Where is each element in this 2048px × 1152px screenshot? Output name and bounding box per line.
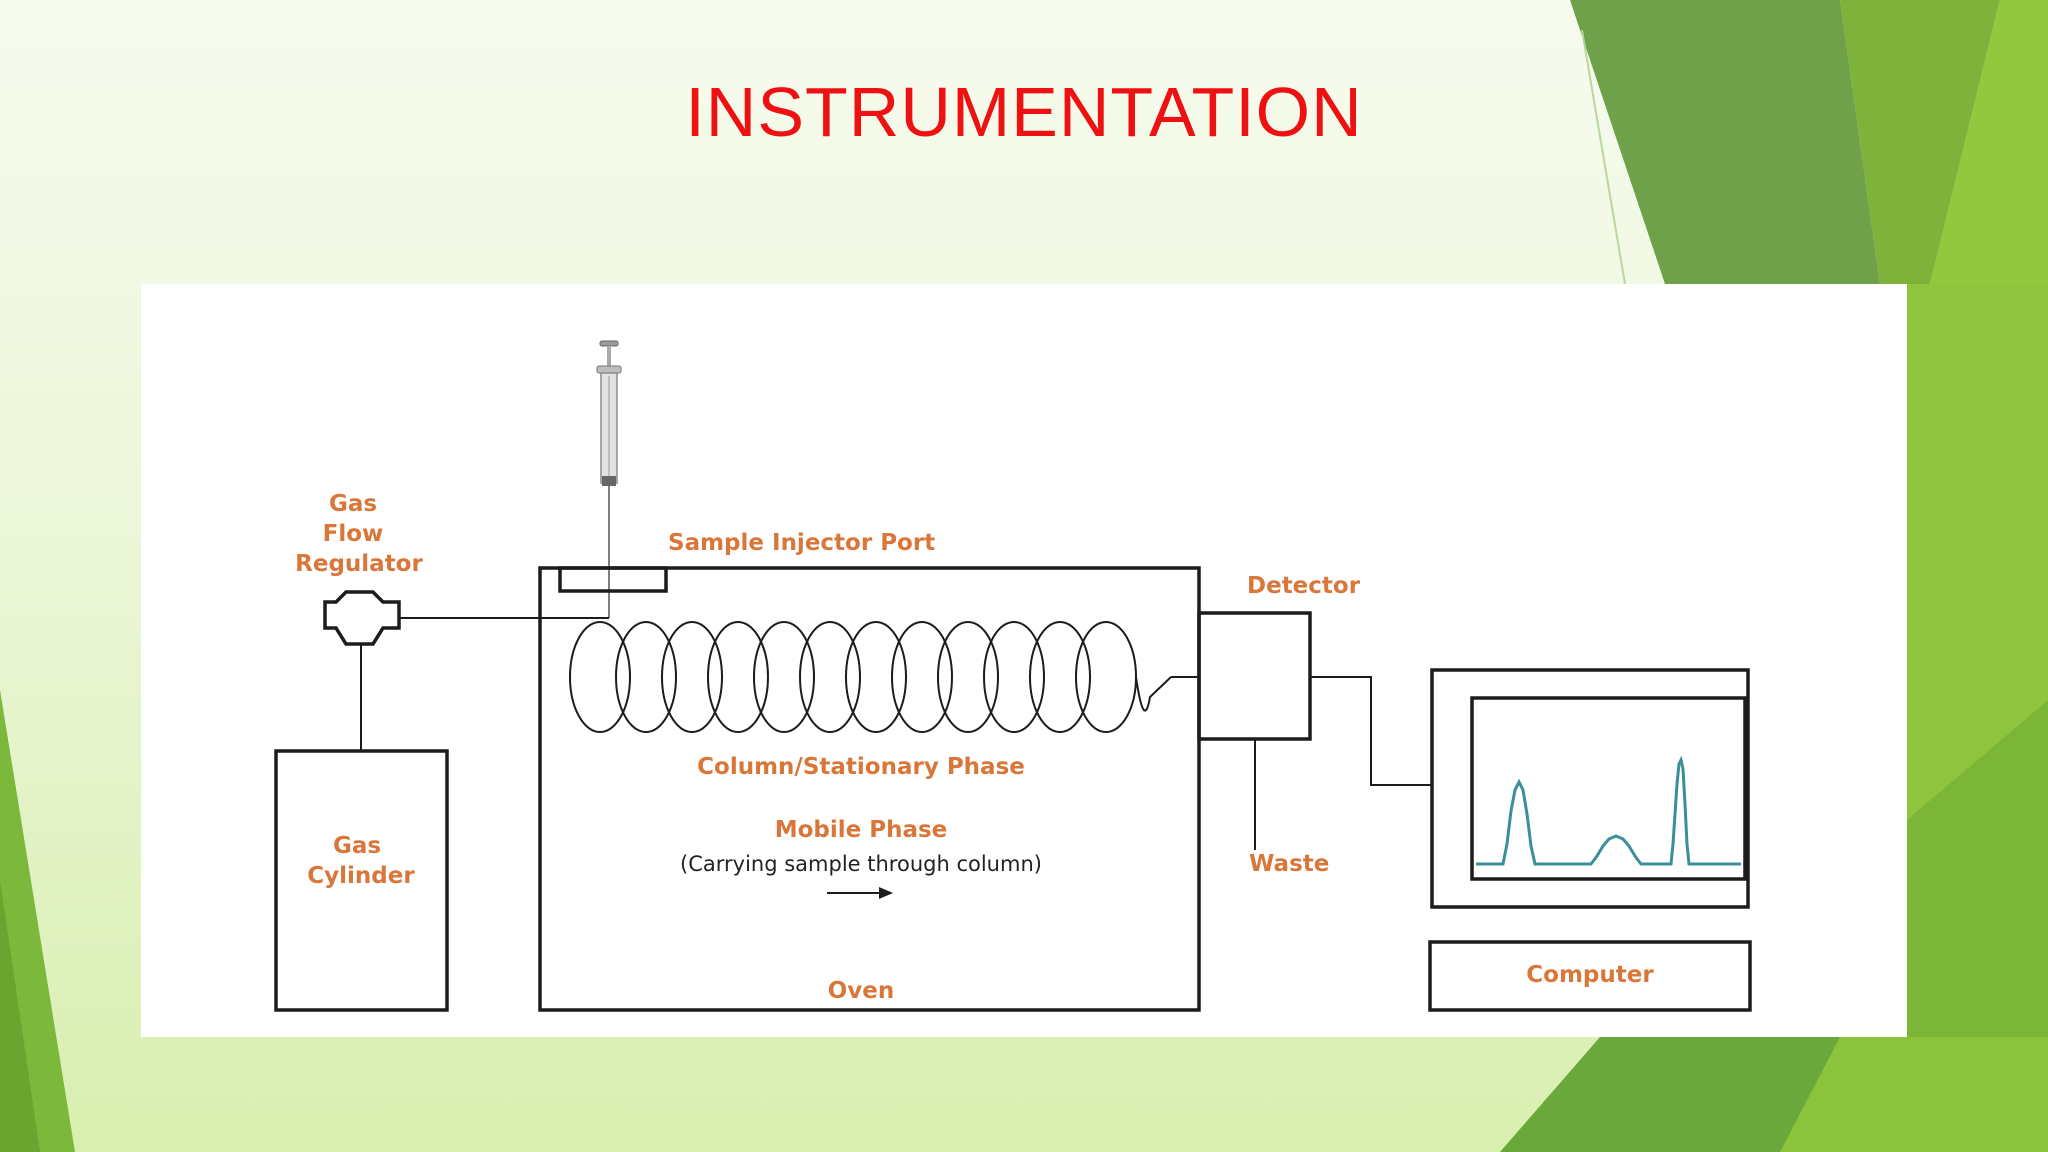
computer-label: Computer [1526, 962, 1654, 988]
oven-box [538, 566, 1201, 1012]
column-coil-loop [937, 621, 999, 733]
chromatogram-trace [1476, 755, 1741, 866]
monitor-outer [1430, 668, 1750, 909]
flow-arrow-icon [827, 887, 893, 899]
detector-to-computer-line [1310, 676, 1431, 786]
column-coil-loop [569, 621, 631, 733]
mobile-phase-note: (Carrying sample through column) [680, 852, 1042, 876]
column-coil-loop [1075, 621, 1137, 733]
bg-shape-dark-green [1570, 0, 1880, 284]
gas-cylinder-box [274, 749, 449, 1012]
waste-label: Waste [1249, 851, 1329, 877]
bg-shape-bottom-right-2 [1780, 1037, 2048, 1152]
detector-label: Detector [1247, 573, 1361, 599]
column-coil-loop [1029, 621, 1091, 733]
sample-injector-port-label: Sample Injector Port [668, 530, 935, 556]
column-coil-loop [799, 621, 861, 733]
column-coil [569, 621, 1172, 733]
column-coil-loop [891, 621, 953, 733]
bg-thin-line [1581, 29, 1626, 285]
column-coil-loop [845, 621, 907, 733]
bg-shape-light-green [1930, 0, 2048, 284]
oven-label: Oven [828, 978, 895, 1004]
detector-box [1197, 611, 1312, 741]
bg-shape-left-2 [0, 880, 40, 1152]
injector-port-box [558, 566, 668, 593]
column-coil-loop [661, 621, 723, 733]
gas-flow-regulator-shape [323, 590, 401, 646]
mobile-phase-label: Mobile Phase [775, 817, 948, 843]
gc-instrument-diagram: Gas Flow Regulator Gas Cylinder Sample I… [274, 340, 1752, 1012]
slide-title: INSTRUMENTATION [685, 73, 1363, 151]
syringe-icon [596, 340, 622, 618]
monitor-screen [1470, 696, 1747, 881]
column-coil-loop [753, 621, 815, 733]
bg-shape-mid-green [1840, 0, 2000, 284]
gas-flow-regulator-label: Gas Flow Regulator [295, 491, 423, 577]
computer-box [1428, 940, 1752, 1012]
column-coil-loop [615, 621, 677, 733]
column-coil-tail [1135, 676, 1172, 712]
column-coil-loop [983, 621, 1045, 733]
diagram-panel: Gas Flow Regulator Gas Cylinder Sample I… [141, 284, 1907, 1037]
gas-cylinder-label: Gas Cylinder [307, 833, 415, 889]
column-label: Column/Stationary Phase [697, 754, 1025, 780]
column-coil-loop [707, 621, 769, 733]
